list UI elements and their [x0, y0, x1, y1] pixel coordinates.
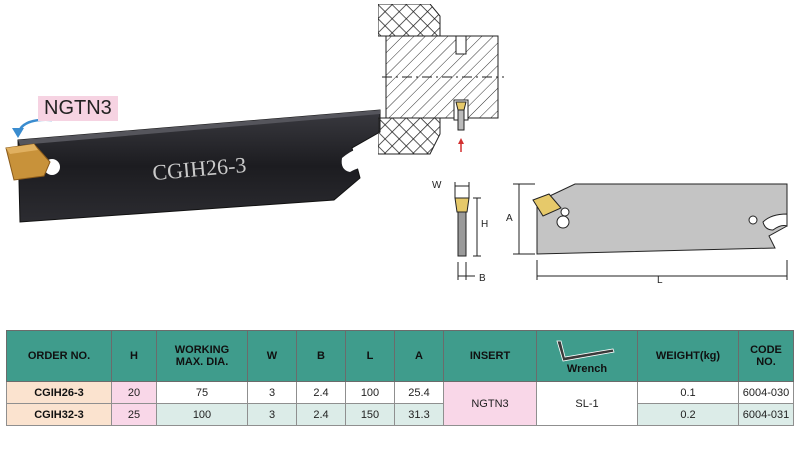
dim-a-label: A	[506, 213, 513, 224]
callout-arrow-icon	[16, 118, 53, 135]
table-header-row: ORDER NO. H WORKING MAX. DIA. W B L A IN…	[6, 330, 794, 382]
cell-l: 100	[345, 381, 395, 404]
header-a: A	[394, 330, 444, 382]
cell-code-no: 6004-030	[738, 381, 794, 404]
header-wrench: Wrench	[536, 330, 638, 382]
header-code-no: CODE NO.	[738, 330, 794, 382]
cell-w: 3	[247, 381, 297, 404]
cell-weight: 0.1	[637, 381, 739, 404]
dimension-drawing	[454, 182, 788, 280]
cell-wrench: SL-1	[536, 381, 638, 426]
cell-h: 20	[111, 381, 157, 404]
table-row: CGIH32-3 25 100 3 2.4 150 31.3 0.2 6004-…	[6, 403, 794, 426]
header-b: B	[296, 330, 346, 382]
spec-table: ORDER NO. H WORKING MAX. DIA. W B L A IN…	[6, 330, 794, 426]
insert-callout-label: NGTN3	[38, 96, 118, 121]
header-working-line1: WORKING	[174, 344, 230, 356]
header-working-max-dia: WORKING MAX. DIA.	[156, 330, 248, 382]
cell-h: 25	[111, 403, 157, 426]
header-l: L	[345, 330, 395, 382]
header-insert: INSERT	[443, 330, 537, 382]
cell-working-max-dia: 100	[156, 403, 248, 426]
cell-insert: NGTN3	[443, 381, 537, 426]
dim-b-label: B	[479, 273, 486, 284]
cell-l: 150	[345, 403, 395, 426]
section-drawing	[378, 4, 504, 155]
cell-b: 2.4	[296, 403, 346, 426]
cell-working-max-dia: 75	[156, 381, 248, 404]
header-weight: WEIGHT(kg)	[637, 330, 739, 382]
dim-w-label: W	[432, 180, 442, 191]
cell-b: 2.4	[296, 381, 346, 404]
header-order-no: ORDER NO.	[6, 330, 112, 382]
cell-order-no: CGIH32-3	[6, 403, 112, 426]
header-working-line2: MAX. DIA.	[175, 356, 229, 368]
cell-weight: 0.2	[637, 403, 739, 426]
table-row: CGIH26-3 20 75 3 2.4 100 25.4 NGTN3 SL-1…	[6, 381, 794, 426]
wrench-icon	[556, 340, 615, 362]
header-wrench-label: Wrench	[566, 363, 608, 375]
dim-h-label: H	[481, 219, 489, 230]
cell-w: 3	[247, 403, 297, 426]
cell-order-no: CGIH26-3	[6, 381, 112, 404]
cell-code-no: 6004-031	[738, 403, 794, 426]
dim-l-label: L	[657, 275, 663, 286]
cell-a: 25.4	[394, 381, 444, 404]
header-h: H	[111, 330, 157, 382]
cell-a: 31.3	[394, 403, 444, 426]
product-photo: CGIH26-3	[5, 109, 381, 223]
header-w: W	[247, 330, 297, 382]
